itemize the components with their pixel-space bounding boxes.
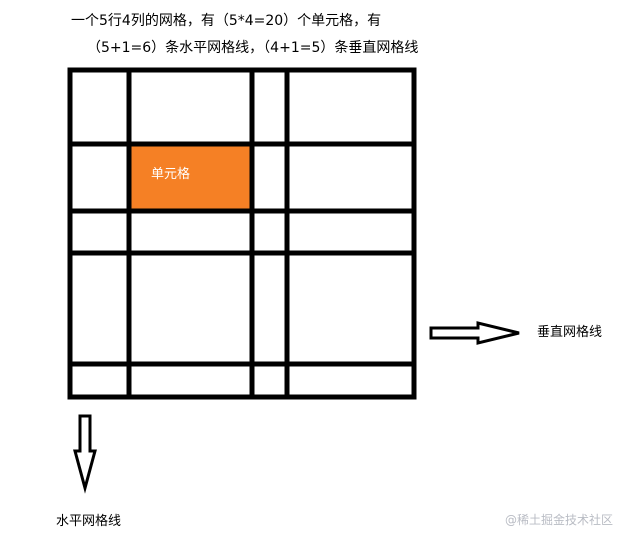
cell-label: 单元格 [151,167,191,182]
caption-line-2: （5+1=6）条水平网格线，（4+1=5）条垂直网格线 [87,40,419,56]
vertical-grid-lines [67,67,417,400]
horizontal-grid-line-label: 水平网格线 [56,514,122,529]
vertical-grid-line-label: 垂直网格线 [537,325,603,340]
caption-line-1: 一个5行4列的网格，有（5*4=20）个单元格，有 [71,13,382,29]
horizontal-grid-lines [67,67,417,400]
highlighted-cell [130,146,250,210]
down-arrow-icon [73,414,97,494]
right-arrow-icon [429,321,520,345]
watermark: @稀土掘金技术社区 [505,513,614,527]
